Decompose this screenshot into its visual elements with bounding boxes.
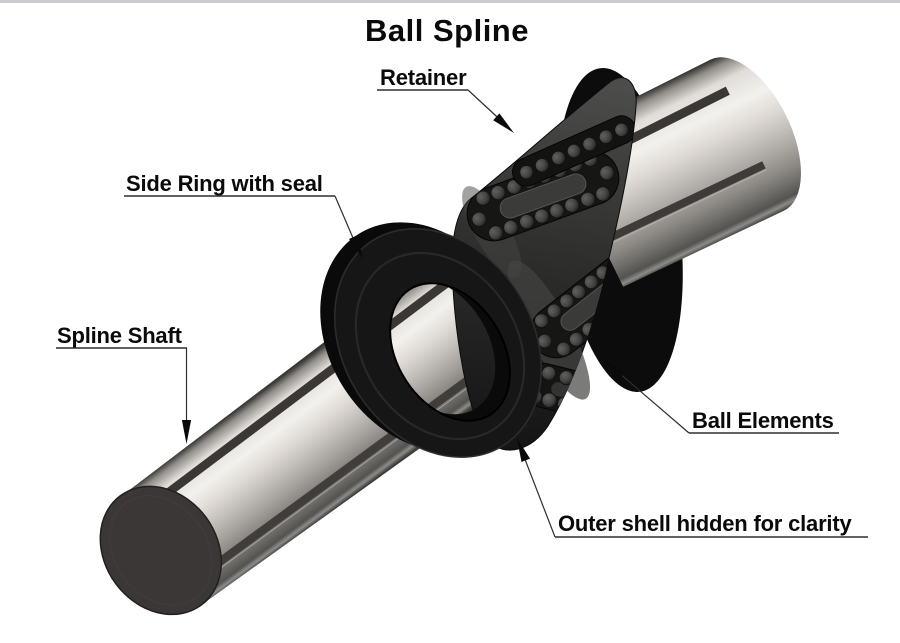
spline-groove-upper-left (132, 231, 514, 521)
annotation-spline-shaft: Spline Shaft (56, 323, 192, 444)
side-ring-arrowhead (349, 235, 363, 259)
outer-shell-arrowhead (517, 438, 531, 463)
seal-groove-circle (354, 251, 526, 441)
spline-shaft-arrowhead (181, 420, 192, 444)
page-title: Ball Spline (365, 13, 529, 48)
annotation-outer-shell: Outer shell hidden for clarity (517, 438, 868, 538)
ball-elements-leader-line (610, 365, 690, 434)
ball-row (519, 122, 629, 180)
shaft-end-face-ring (109, 495, 213, 606)
annotation-side-ring: Side Ring with seal (124, 171, 363, 259)
annotation-retainer: Retainer (377, 65, 514, 133)
ring-bore-rim (389, 282, 511, 422)
label-side-ring: Side Ring with seal (126, 171, 323, 196)
ring-outer-rim (333, 228, 543, 458)
groove-highlight (603, 169, 767, 248)
label-ball-elements: Ball Elements (692, 408, 834, 433)
top-strip (0, 0, 900, 3)
annotation-ball-elements: Ball Elements (604, 360, 839, 434)
shaft-end-face (99, 485, 223, 616)
label-retainer: Retainer (380, 65, 467, 90)
track-plateau (499, 173, 587, 219)
outer-shell-leader-line (520, 448, 556, 538)
ball-track-upper-edge (511, 115, 637, 187)
ball-elements-arrowhead (604, 360, 626, 380)
retainer-arrowhead (493, 113, 514, 133)
label-outer-shell: Outer shell hidden for clarity (558, 511, 852, 536)
side-ring-with-seal (320, 222, 543, 458)
label-spline-shaft: Spline Shaft (57, 323, 183, 348)
spline-groove-lower-right (599, 161, 766, 246)
